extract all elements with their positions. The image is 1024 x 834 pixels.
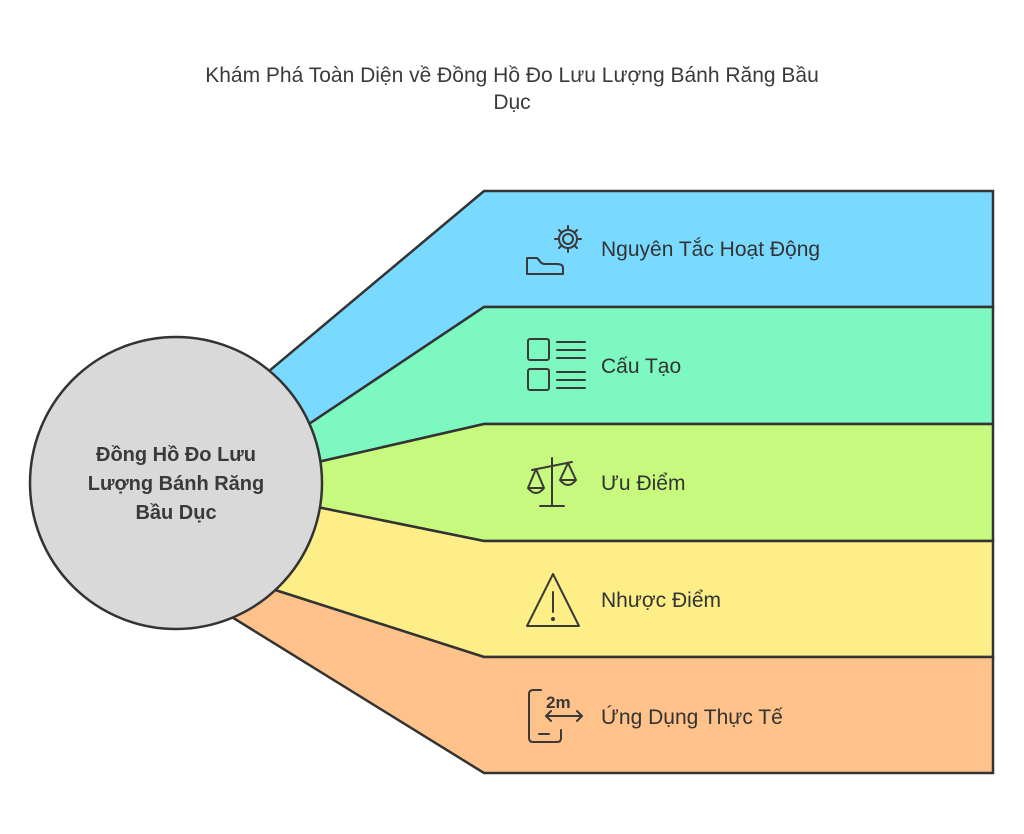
branch-label-2: Cấu Tạo [601, 355, 681, 378]
branch-label-4: Nhược Điểm [601, 589, 721, 612]
warning-icon [526, 573, 580, 627]
gear-hand-icon [526, 225, 582, 275]
balance-scale-icon [527, 457, 577, 507]
branch-label-5: Ứng Dụng Thực Tế [601, 706, 783, 729]
center-label-line2: Lượng Bánh Răng [88, 473, 264, 495]
branch-label-1: Nguyên Tắc Hoạt Động [601, 238, 820, 261]
center-node: Đồng Hồ Đo Lưu Lượng Bánh Răng Bầu Dục [28, 335, 324, 631]
center-label-line1: Đồng Hồ Đo Lưu [96, 444, 256, 466]
center-circle [28, 335, 324, 631]
branch-ung-dung-thuc-te: 2m Ứng Dụng Thực Tế [219, 587, 995, 775]
branch-uu-diem: Ưu Điểm [310, 422, 995, 543]
diagram-title-line1: Khám Phá Toàn Diện về Đồng Hồ Đo Lưu Lượ… [205, 64, 819, 87]
diagram-title-line2: Dục [493, 91, 530, 114]
list-icon [527, 338, 586, 391]
branch-label-3: Ưu Điểm [601, 472, 685, 495]
mobile-distance-icon-text: 2m [546, 693, 571, 712]
center-label-line3: Bầu Dục [135, 502, 216, 524]
mobile-distance-icon [528, 689, 583, 743]
